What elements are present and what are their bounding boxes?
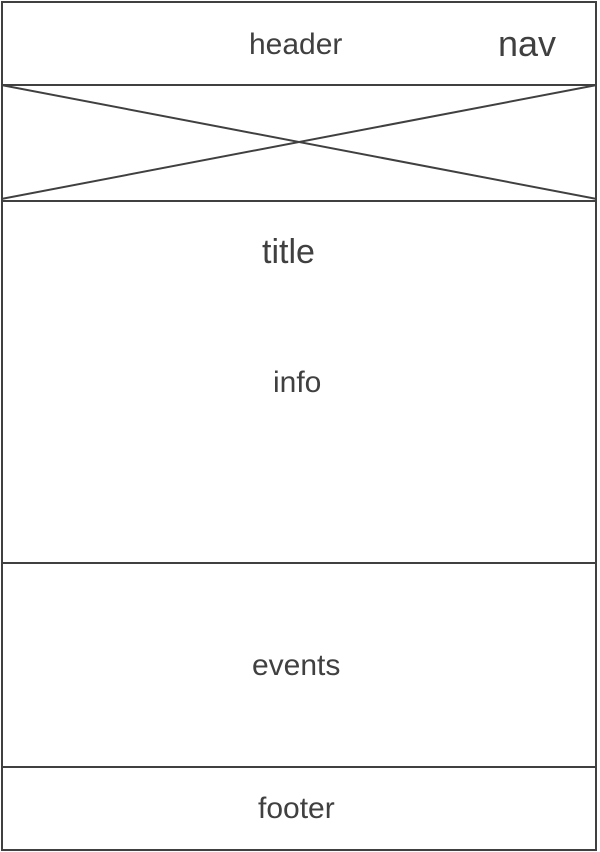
header-divider <box>1 84 597 86</box>
nav-label: nav <box>498 23 557 64</box>
info-label: info <box>273 366 322 399</box>
image-divider <box>1 200 597 202</box>
events-label: events <box>252 649 341 682</box>
info-divider <box>1 562 597 564</box>
footer-label: footer <box>258 792 335 825</box>
page-title: title <box>262 233 315 271</box>
image-placeholder-icon <box>1 84 597 200</box>
hero-image-placeholder <box>1 84 597 201</box>
events-divider <box>1 766 597 768</box>
header-label: header <box>249 28 343 61</box>
